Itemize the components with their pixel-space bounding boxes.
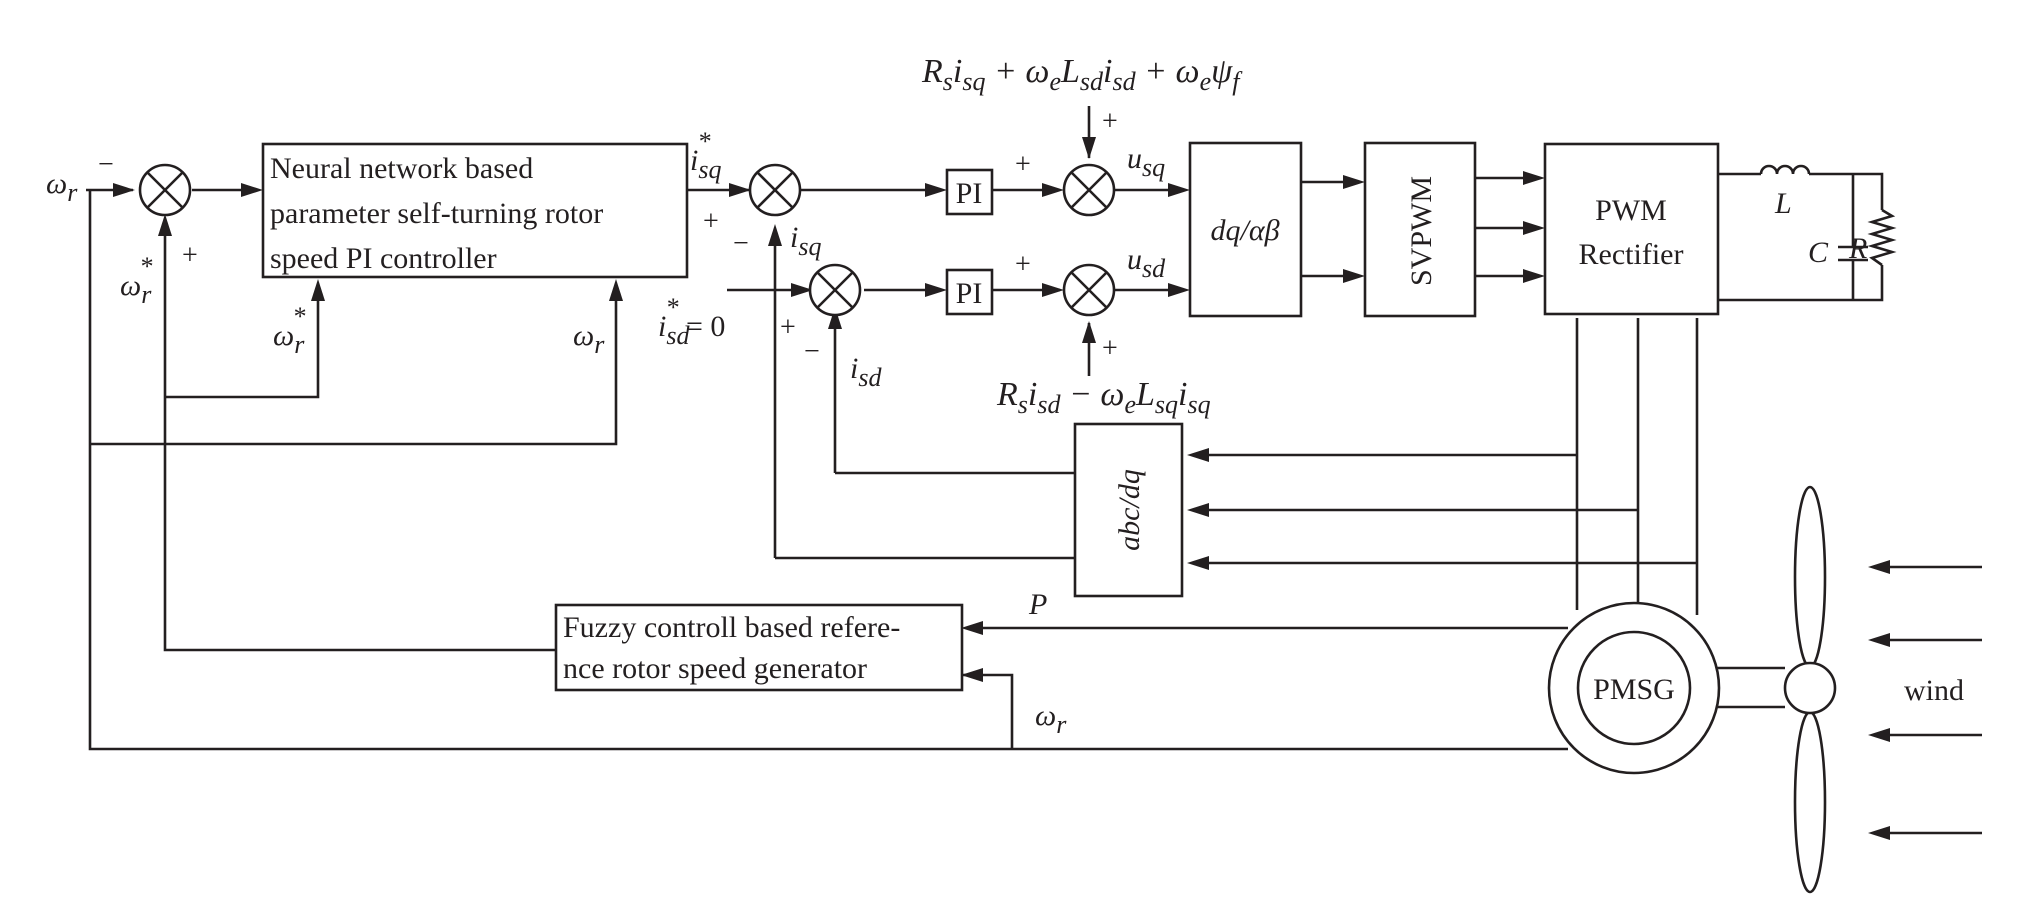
turbine-blade-upper [1793, 485, 1827, 669]
sign-d-minus: − [804, 336, 820, 367]
expr-subscript: sd [1080, 67, 1104, 96]
omega-r-nn-label: ωr [573, 319, 605, 359]
omega-r-star-nn-label: ωr* [273, 302, 305, 359]
pi-block-d: PI [945, 268, 994, 316]
i-sd-feedback-label: isd [850, 352, 882, 392]
omega-r-input-label: ωr [46, 167, 78, 207]
feedforward-terms: Rsisq + ωeLsdisd + ωeψf Rsisd − ωeLsqisq [921, 53, 1243, 419]
expr-subscript: sq [1155, 390, 1178, 419]
wind-turbine [1783, 485, 1837, 894]
omega-r-fuzzy-label: ωr [1035, 699, 1067, 739]
expr-term: L [1060, 53, 1080, 90]
expr-term: i [953, 53, 962, 90]
sign-d-plus: + [780, 312, 796, 343]
expr-subscript: sq [1187, 390, 1210, 419]
nn-controller-line-2: parameter self-turning rotor [270, 197, 603, 230]
expr-subscript: e [1124, 390, 1136, 419]
omega-r-star-left-label: ωr* [120, 252, 152, 309]
summing-junction-q-voltage [1062, 163, 1116, 217]
u-sq-label: usq [1127, 142, 1165, 182]
expr-term: + ω [985, 53, 1049, 90]
svpwm-block: SVPWM [1363, 141, 1477, 318]
sign-uq-top-plus: + [1102, 106, 1118, 137]
pi-d-label: PI [956, 277, 983, 310]
sign-ud-left-plus: + [1015, 249, 1031, 280]
expr-term: i [1028, 376, 1037, 413]
turbine-hub [1783, 661, 1837, 715]
expr-term: L [1135, 376, 1155, 413]
sign-uq-left-plus: + [1015, 149, 1031, 180]
expr-subscript: e [1049, 67, 1061, 96]
i-sq-feedback-label: isq [790, 221, 821, 261]
pi-block-q: PI [945, 168, 994, 216]
summing-junction-d-current [808, 263, 862, 317]
expr-term: R [996, 376, 1018, 413]
u-sd-label: usd [1127, 243, 1166, 283]
i-sd-ref-label: isd* = 0 [658, 293, 725, 350]
sign-speed-plus: + [182, 240, 198, 271]
summing-junction-q-current [748, 163, 802, 217]
summing-junction-speed [138, 163, 192, 217]
expr-term: R [921, 53, 943, 90]
expr-subscript: sd [1112, 67, 1136, 96]
power-label: P [1028, 588, 1047, 621]
pwm-rectifier-block: PWM Rectifier [1543, 142, 1720, 316]
expr-term: − ω [1060, 376, 1124, 413]
pwm-rectifier-line-1: PWM [1595, 194, 1667, 227]
summing-junction-d-voltage [1062, 263, 1116, 317]
signal-lines [86, 106, 1982, 835]
pi-q-label: PI [956, 177, 983, 210]
pwm-rectifier-line-2: Rectifier [1579, 238, 1684, 271]
expr-subscript: sd [1037, 390, 1061, 419]
pmsg-label: PMSG [1593, 673, 1675, 706]
capacitor-label: C [1808, 236, 1829, 269]
dq-to-alpha-beta-block: dq/αβ [1188, 141, 1303, 318]
abc-to-dq-block: abc/dq [1073, 422, 1184, 598]
fuzzy-generator-line-2: nce rotor speed generator [563, 652, 867, 685]
expr-term: ψ [1211, 53, 1233, 90]
sign-q-plus: + [703, 206, 719, 237]
junction-signs: − + + − + − + + + + [98, 106, 1118, 367]
i-sq-ref-label: isq* [690, 127, 721, 184]
dc-passive-labels: L C R [1774, 187, 1867, 269]
expr-subscript: sq [962, 67, 985, 96]
nn-controller-line-1: Neural network based [270, 152, 533, 185]
expr-subscript: e [1200, 67, 1212, 96]
resistor-label: R [1848, 232, 1867, 265]
turbine-blade-lower [1793, 710, 1827, 894]
expr-subscript: s [1018, 390, 1028, 419]
sign-q-minus: − [733, 228, 749, 259]
expr-subscript: s [943, 67, 953, 96]
inductor-label: L [1774, 187, 1792, 220]
pmsg-generator: PMSG [1547, 601, 1721, 775]
arrowheads [113, 137, 1890, 840]
expr-term: i [1178, 376, 1187, 413]
abc-dq-label: abc/dq [1113, 469, 1146, 551]
fuzzy-generator-line-1: Fuzzy controll based refere- [563, 611, 900, 644]
sign-speed-minus: − [98, 149, 114, 180]
feedforward-q-label: Rsisq + ωeLsdisd + ωeψf [921, 53, 1243, 96]
feedforward-d-label: Rsisd − ωeLsqisq [996, 376, 1211, 419]
nn-controller-line-3: speed PI controller [270, 242, 497, 275]
expr-term: i [1103, 53, 1112, 90]
neural-network-controller-block: Neural network based parameter self-turn… [261, 142, 689, 279]
signal-labels: ωr ωr* ωr* ωr ωr isq* isq isd* = 0 isd u… [46, 127, 1166, 739]
fuzzy-generator-block: Fuzzy controll based refere- nce rotor s… [554, 603, 964, 692]
expr-term: + ω [1136, 53, 1200, 90]
svpwm-label: SVPWM [1405, 176, 1438, 286]
expr-subscript: f [1232, 67, 1243, 96]
wind-label: wind [1904, 674, 1964, 707]
dq-ab-label: dq/αβ [1210, 214, 1279, 247]
sign-ud-bottom-plus: + [1102, 333, 1118, 364]
